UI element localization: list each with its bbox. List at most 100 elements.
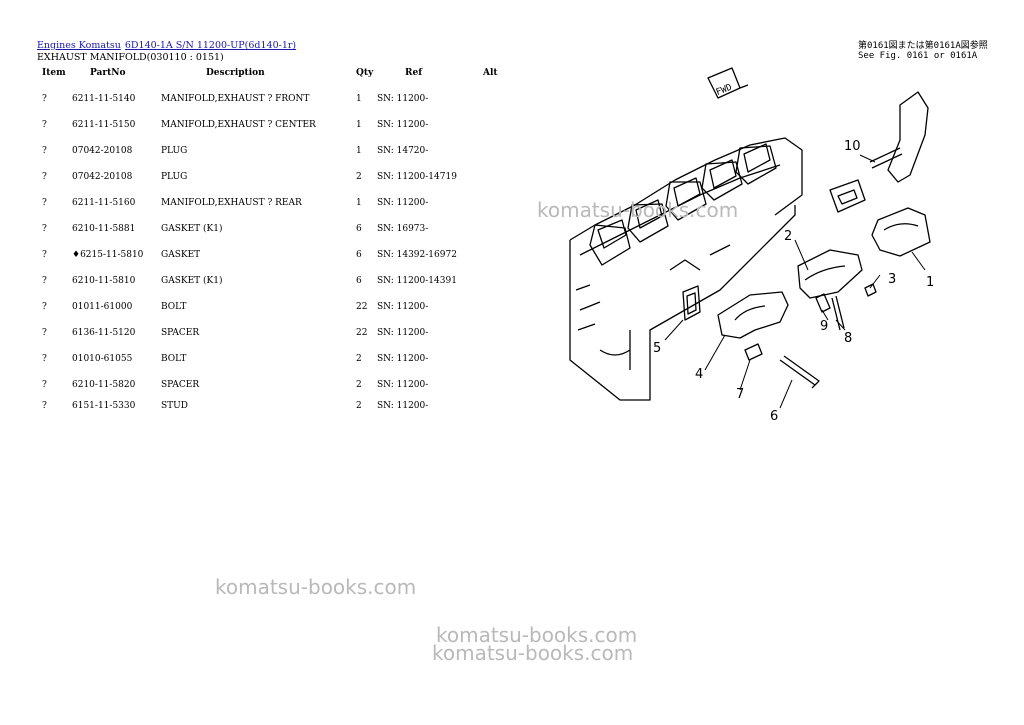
cell-alt: [483, 86, 523, 112]
cell-alt: [483, 112, 523, 138]
page-title: EXHAUST MANIFOLD(030110 : 0151): [37, 52, 224, 63]
cell-ref: SN: 11200-: [377, 302, 429, 312]
cell-partno: 6151-11-5330: [72, 401, 136, 411]
table-row: ? 6211-11-5150 MANIFOLD,EXHAUST ? CENTER 1 S…: [36, 112, 523, 138]
cell-description: SPACER: [161, 380, 200, 390]
cell-ref: SN: 11200-: [377, 94, 429, 104]
cell-ref: SN: 16973-: [377, 224, 429, 234]
cell-partno: 01011-61000: [72, 302, 133, 312]
cell-alt: [483, 398, 523, 414]
part-6-bolt: [779, 355, 820, 389]
cell-description: BOLT: [161, 354, 187, 364]
part-4-front-manifold: [717, 291, 789, 339]
cell-ref: SN: 11200-14391: [377, 276, 457, 286]
cell-ref: SN: 14720-: [377, 146, 429, 156]
cell-alt: [483, 138, 523, 164]
cell-description: GASKET (K1): [161, 276, 223, 286]
cell-item: ?: [42, 94, 47, 104]
cell-item: ?: [42, 198, 47, 208]
cell-ref: SN: 11200-: [377, 120, 429, 130]
cell-partno: 6136-11-5120: [72, 328, 136, 338]
callout-8: 8: [844, 331, 852, 346]
fig-ref-note-en: See Fig. 0161 or 0161A: [858, 51, 978, 61]
cell-partno: 07042-20108: [72, 146, 133, 156]
header-ref: Ref: [405, 68, 423, 78]
cell-item: ?: [42, 276, 47, 286]
breadcrumb-link-model[interactable]: 6D140-1A S/N 11200-UP(6d140-1r): [124, 40, 297, 51]
cell-ref: SN: 11200-: [377, 401, 429, 411]
cell-description: MANIFOLD,EXHAUST ? FRONT: [161, 94, 310, 104]
cell-alt: [483, 164, 523, 190]
cell-description: PLUG: [161, 172, 188, 182]
callout-3: 3: [888, 272, 896, 287]
part-1-rear-manifold: [871, 207, 931, 257]
cell-ref: SN: 11200-14719: [377, 172, 457, 182]
cell-alt: [483, 190, 523, 216]
exploded-parts-diagram: 1 2 3 4 5 6 7 8 9 10 第0161図または第0161A図参照 …: [569, 39, 988, 424]
table-row: ? 6210-11-5810 GASKET (K1) 6 SN: 11200-14391: [36, 268, 523, 294]
cell-partno: 07042-20108: [72, 172, 133, 182]
cell-item: ?: [42, 120, 47, 130]
cell-qty: 6: [356, 276, 362, 286]
cell-item: ?: [42, 328, 47, 338]
cell-qty: 2: [356, 380, 362, 390]
cell-item: ?: [42, 172, 47, 182]
cell-description: GASKET (K1): [161, 224, 223, 234]
cell-partno: 6211-11-5140: [72, 94, 136, 104]
cell-description: PLUG: [161, 146, 188, 156]
cell-partno: ♦6215-11-5810: [72, 250, 144, 260]
cell-qty: 6: [356, 224, 362, 234]
cell-alt: [483, 216, 523, 242]
cell-ref: SN: 11200-: [377, 380, 429, 390]
callout-2: 2: [784, 229, 792, 244]
table-header-row: Item PartNo Description Qty Ref Alt: [36, 66, 523, 86]
cell-qty: 1: [356, 94, 362, 104]
cell-partno: 6210-11-5810: [72, 276, 136, 286]
cell-partno: 01010-61055: [72, 354, 133, 364]
part-10-stud: [869, 147, 903, 169]
cell-item: ?: [42, 380, 47, 390]
cell-description: MANIFOLD,EXHAUST ? REAR: [161, 198, 302, 208]
fig-ref-note-jp: 第0161図または第0161A図参照: [858, 39, 988, 51]
watermark: komatsu-books.com: [537, 198, 739, 222]
header-qty: Qty: [356, 68, 374, 78]
cell-partno: 6210-11-5820: [72, 380, 136, 390]
callout-4: 4: [695, 367, 703, 382]
callout-5: 5: [653, 341, 661, 356]
cell-qty: 1: [356, 120, 362, 130]
cell-item: ?: [42, 401, 47, 411]
cell-alt: [483, 320, 523, 346]
cell-partno: 6210-11-5881: [72, 224, 136, 234]
engine-block-drawing: [569, 137, 803, 401]
cell-qty: 22: [356, 302, 368, 312]
cell-qty: 2: [356, 401, 362, 411]
watermark: komatsu-books.com: [215, 575, 417, 599]
table-row: ? 6211-11-5140 MANIFOLD,EXHAUST ? FRONT 1 SN…: [36, 86, 523, 112]
part-10-gasket: [829, 179, 866, 213]
cell-description: MANIFOLD,EXHAUST ? CENTER: [161, 120, 316, 130]
header-description: Description: [206, 68, 265, 78]
part-5-gasket: [682, 285, 701, 321]
callout-1: 1: [926, 275, 934, 290]
cell-qty: 22: [356, 328, 368, 338]
cell-description: SPACER: [161, 328, 200, 338]
cell-item: ?: [42, 250, 47, 260]
cell-partno: 6211-11-5150: [72, 120, 136, 130]
cell-ref: SN: 11200-: [377, 354, 429, 364]
callout-10: 10: [844, 139, 861, 154]
leader-lines: [664, 154, 926, 409]
cell-description: BOLT: [161, 302, 187, 312]
watermark: komatsu-books.com: [432, 641, 634, 665]
cell-alt: [483, 372, 523, 398]
cell-ref: SN: 11200-: [377, 198, 429, 208]
table-row: ? 01011-61000 BOLT 22 SN: 11200-: [36, 294, 523, 320]
callout-6: 6: [770, 409, 778, 424]
breadcrumb-link-engines[interactable]: Engines Komatsu: [37, 40, 121, 51]
cell-item: ?: [42, 354, 47, 364]
cell-item: ?: [42, 302, 47, 312]
